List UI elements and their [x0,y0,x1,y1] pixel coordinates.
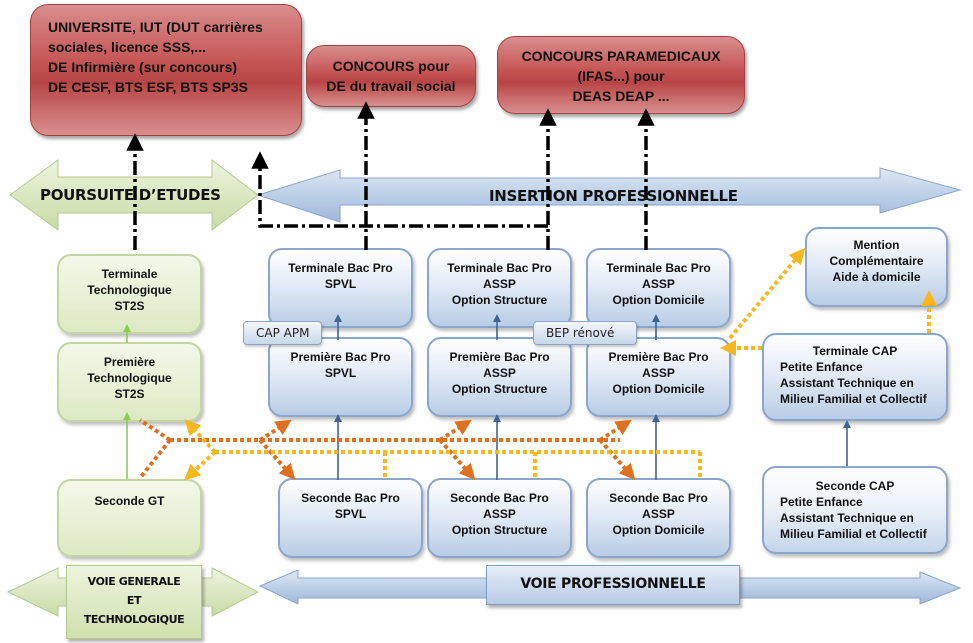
label-line: Première Bac Pro [608,350,709,364]
label-line: Mention [853,238,900,252]
insertion-professionnelle-label: INSERTION PROFESSIONNELLE [489,187,738,205]
terminale-bac-pro-assp-domicile: Terminale Bac Pro ASSP Option Domicile [586,248,731,328]
label-line: Seconde Bac Pro [450,491,549,505]
label-line: Seconde GT [94,494,165,508]
seconde-cap: Seconde CAP Petite Enfance Assistant Tec… [762,466,948,554]
label-line: TECHNOLOGIQUE [83,613,185,626]
premiere-bac-pro-spvl: Première Bac Pro SPVL [268,337,413,417]
label-line: ASSP [483,366,516,380]
label-line: Seconde Bac Pro [609,491,708,505]
label-line: Petite Enfance [780,360,863,374]
outcome-universite-line-2: sociales, licence SSS,... [48,39,206,55]
concours-social-line-2: DE du travail social [326,78,456,94]
label-line: Aide à domicile [832,270,921,284]
concours-paramedicaux-line-1: CONCOURS PARAMEDICAUX [521,48,721,64]
label-line: ST2S [114,387,145,401]
seconde-bac-pro-assp-domicile: Seconde Bac Pro ASSP Option Domicile [586,478,731,558]
voie-professionnelle-label: VOIE PROFESSIONNELLE [486,565,740,605]
label-line: Option Domicile [612,382,705,396]
premiere-bac-pro-assp-domicile: Première Bac Pro ASSP Option Domicile [586,337,731,417]
label-line: Terminale Bac Pro [606,261,711,275]
label-line: ASSP [483,507,516,521]
label-line: Première [103,355,156,369]
label-line: ASSP [483,277,516,291]
outcome-universite-line-3: DE Infirmière (sur concours) [48,59,238,75]
label-line: Assistant Technique en [780,376,914,390]
poursuite-etudes-label: POURSUITE D’ETUDES [40,186,221,204]
outcome-universite-line-4: DE CESF, BTS ESF, BTS SP3S [48,79,248,95]
label-line: Complémentaire [829,254,924,268]
label-line: Technologique [87,371,172,385]
label-line: Terminale Bac Pro [288,261,393,275]
label-title: Terminale CAP [812,344,898,358]
label-line: VOIE GENERALE [87,575,181,588]
concours-paramedicaux-line-2: (IFAS...) pour [577,68,665,84]
terminale-cap: Terminale CAP Petite Enfance Assistant T… [762,333,948,421]
label-line: ASSP [642,277,675,291]
label-line: Milieu Familial et Collectif [780,527,927,541]
label-line: ET [126,594,142,607]
label-line: ASSP [642,366,675,380]
mention-complementaire-aide-domicile: Mention Complémentaire Aide à domicile [805,227,948,307]
outcome-concours-paramedicaux: CONCOURS PARAMEDICAUX (IFAS...) pour DEA… [497,36,745,114]
premiere-bac-pro-assp-structure: Première Bac Pro ASSP Option Structure [427,337,572,417]
bep-renove-tag: BEP rénové [533,321,638,345]
label-line: Option Structure [451,523,548,537]
label-line: Assistant Technique en [780,511,914,525]
seconde-bac-pro-assp-structure: Seconde Bac Pro ASSP Option Structure [427,478,572,558]
label-title: Seconde CAP [815,479,895,493]
terminale-bac-pro-spvl: Terminale Bac Pro SPVL [268,248,413,328]
label-line: Première Bac Pro [449,350,550,364]
terminale-techno-st2s: Terminale Technologique ST2S [57,254,202,334]
label-line: Première Bac Pro [290,350,391,364]
outcome-universite: UNIVERSITE, IUT (DUT carrières sociales,… [30,4,302,136]
seconde-gt: Seconde GT [57,479,202,557]
label-line: ASSP [642,507,675,521]
voie-generale-technologique-label: VOIE GENERALE ET TECHNOLOGIQUE [66,565,202,639]
label-line: ST2S [114,299,145,313]
cap-apm-tag: CAP APM [243,321,323,345]
label-line: Option Domicile [612,293,705,307]
outcome-concours-travail-social: CONCOURS pour DE du travail social [306,45,476,107]
label-line: Option Structure [451,293,548,307]
label-line: Petite Enfance [780,495,863,509]
outcome-universite-line-1: UNIVERSITE, IUT (DUT carrières [48,19,263,35]
label-line: Milieu Familial et Collectif [780,392,927,406]
label-line: Option Domicile [612,523,705,537]
label-line: SPVL [324,366,357,380]
label-line: Option Structure [451,382,548,396]
concours-social-line-1: CONCOURS pour [332,58,450,74]
label-line: SPVL [334,507,367,521]
premiere-techno-st2s: Première Technologique ST2S [57,342,202,422]
label-line: SPVL [324,277,357,291]
terminale-bac-pro-assp-structure: Terminale Bac Pro ASSP Option Structure [427,248,572,328]
label-line: Technologique [87,283,172,297]
concours-paramedicaux-line-3: DEAS DEAP ... [572,88,670,104]
label-line: Terminale Bac Pro [447,261,552,275]
label-line: Seconde Bac Pro [301,491,400,505]
label-line: Terminale [101,267,158,281]
seconde-bac-pro-spvl: Seconde Bac Pro SPVL [278,478,423,558]
